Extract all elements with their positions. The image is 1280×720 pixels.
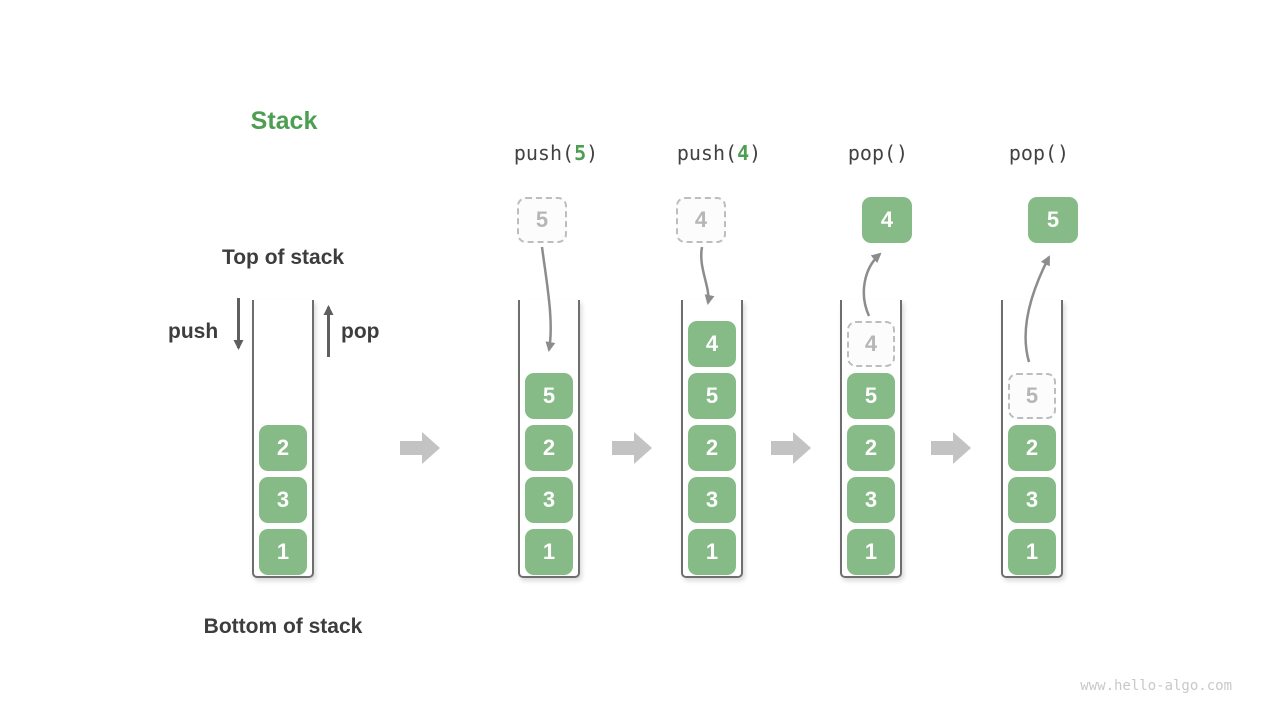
op-prefix: pop() [1008, 141, 1070, 165]
stack-cell: 2 [259, 425, 307, 471]
stack-cell: 5 [525, 373, 573, 419]
stack-cell: 2 [1008, 425, 1056, 471]
op-prefix: push( [513, 141, 575, 165]
pop-label: pop [341, 320, 380, 343]
stack-cell: 3 [1008, 477, 1056, 523]
push-4-curve-arrow [699, 246, 715, 305]
flow-arrow-icon [400, 432, 440, 464]
op-arg: 4 [737, 141, 750, 165]
popped-value-box: 4 [862, 197, 912, 243]
op-arg: 5 [574, 141, 587, 165]
stack-cell: 1 [525, 529, 573, 575]
op-prefix: pop() [847, 141, 909, 165]
stack-initial-container [252, 300, 314, 578]
stack-cell: 2 [525, 425, 573, 471]
flow-arrow-icon [931, 432, 971, 464]
stack-cell: 1 [688, 529, 736, 575]
op-suffix: ) [749, 141, 762, 165]
stack-after-pop-5-container [1001, 300, 1063, 578]
flow-arrow-icon [612, 432, 652, 464]
stack-cell-ghost: 4 [847, 321, 895, 367]
stack-cell: 5 [688, 373, 736, 419]
operation-label-push-5: push(5) [486, 141, 626, 167]
operation-label-pop-1: pop() [808, 141, 948, 167]
flow-arrow-icon [771, 432, 811, 464]
incoming-value-box: 4 [676, 197, 726, 243]
stack-cell: 4 [688, 321, 736, 367]
incoming-value-box: 5 [517, 197, 567, 243]
stack-cell: 3 [259, 477, 307, 523]
top-of-stack-label: Top of stack [221, 246, 345, 269]
stack-cell: 3 [688, 477, 736, 523]
stack-cell: 1 [259, 529, 307, 575]
bottom-of-stack-label: Bottom of stack [203, 615, 363, 638]
stack-cell: 3 [847, 477, 895, 523]
stack-cell: 2 [688, 425, 736, 471]
stack-cell: 3 [525, 477, 573, 523]
stack-cell: 1 [847, 529, 895, 575]
stack-after-push-5-container [518, 300, 580, 578]
push-label: push [168, 320, 219, 343]
op-suffix: ) [586, 141, 599, 165]
stack-after-push-4-container [681, 300, 743, 578]
stack-cell: 5 [847, 373, 895, 419]
watermark: www.hello-algo.com [1080, 678, 1232, 694]
op-prefix: push( [676, 141, 738, 165]
diagram-title: Stack [250, 107, 318, 135]
stack-cell-ghost: 5 [1008, 373, 1056, 419]
operation-label-push-4: push(4) [649, 141, 789, 167]
operation-label-pop-2: pop() [969, 141, 1109, 167]
stack-cell: 1 [1008, 529, 1056, 575]
popped-value-box: 5 [1028, 197, 1078, 243]
stack-cell: 2 [847, 425, 895, 471]
stack-after-pop-4-container [840, 300, 902, 578]
